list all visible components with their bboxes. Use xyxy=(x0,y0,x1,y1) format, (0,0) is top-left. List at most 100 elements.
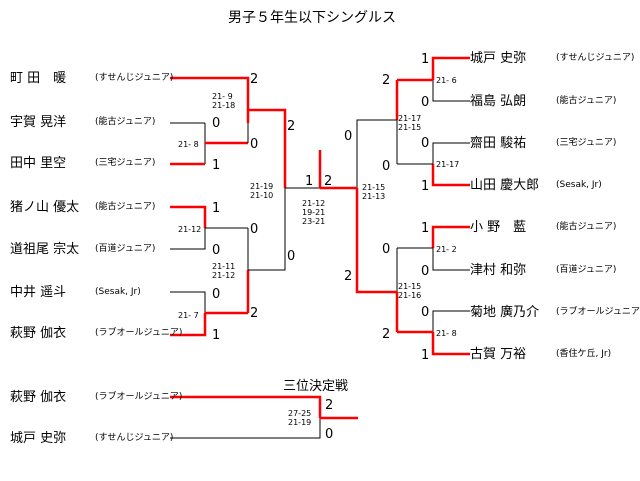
left-r1-m1-bottom-result: 1 xyxy=(212,158,221,173)
third-place-line-1 xyxy=(170,395,322,418)
right-player-4-name: 山田 慶大郎 xyxy=(470,178,540,193)
final-score: 21-12 19-21 23-21 xyxy=(302,199,326,226)
final-right-result: 2 xyxy=(324,174,333,189)
right-r2-m2-top-result: 0 xyxy=(382,242,391,257)
left-r1-m2-top-result: 1 xyxy=(212,201,221,216)
right-r1-m3-bottom-result: 0 xyxy=(421,264,430,279)
right-player-5-name: 小 野 藍 xyxy=(470,220,527,235)
page-title: 男子５年生以下シングルス xyxy=(228,10,396,26)
left-player-7-club: (ラブオールジュニア) xyxy=(95,328,183,338)
right-player-2-name: 福島 弘朗 xyxy=(470,94,527,109)
right-player-1-club: (すせんじジュニア) xyxy=(556,53,635,63)
left-r2-m1-score: 21- 9 21-18 xyxy=(212,92,236,110)
left-bracket-line-8 xyxy=(170,205,207,228)
left-r1-m2-score: 21-12 xyxy=(178,225,202,234)
third-place-player-2-club: (すせんじジュニア) xyxy=(95,433,174,443)
right-player-7-club: (ラブオールジュニア) xyxy=(556,307,640,317)
right-r1-m2-top-result: 0 xyxy=(421,136,430,151)
right-r2-m2-score: 21-15 21-16 xyxy=(398,282,422,300)
third-place-top-result: 2 xyxy=(325,398,334,413)
right-sf-bottom-result: 2 xyxy=(344,269,353,284)
left-player-2-club: (能古ジュニア) xyxy=(95,117,156,127)
right-r1-m4-score: 21- 8 xyxy=(436,329,457,338)
left-bracket-line-9 xyxy=(170,228,206,250)
right-r1-m2-score: 21-17 xyxy=(436,160,460,169)
left-player-7-name: 萩野 伽衣 xyxy=(10,326,67,341)
right-r1-m4-top-result: 0 xyxy=(421,305,430,320)
left-sf-top-result: 2 xyxy=(287,119,296,134)
right-bracket-line-5 xyxy=(431,164,470,187)
left-player-5-club: (百道ジュニア) xyxy=(95,244,156,254)
left-bracket-line-1 xyxy=(170,76,250,123)
right-r1-m3-top-result: 1 xyxy=(421,221,430,236)
left-r1-m3-score: 21- 7 xyxy=(178,311,199,320)
right-bracket-line-14 xyxy=(431,332,470,356)
left-r2-m2-bottom-result: 2 xyxy=(250,306,259,321)
left-r1-m2-bottom-result: 0 xyxy=(212,243,221,258)
right-r2-m1-top-result: 2 xyxy=(382,73,391,88)
left-player-5-name: 道祖尾 宗太 xyxy=(10,242,80,257)
third-place-player-2-name: 城戸 史弥 xyxy=(10,431,67,446)
right-player-4-club: (Sesak, Jr) xyxy=(556,180,602,190)
right-player-5-club: (能古ジュニア) xyxy=(556,222,617,232)
left-player-2-name: 宇賀 晃洋 xyxy=(10,115,67,130)
third-place-line-2 xyxy=(170,418,321,439)
left-r2-m2-score: 21-11 21-12 xyxy=(212,262,236,280)
right-r2-m2-bottom-result: 2 xyxy=(382,327,391,342)
right-bracket-line-18 xyxy=(355,188,397,294)
right-sf-score: 21-15 21-13 xyxy=(362,183,386,201)
third-place-player-1-club: (ラブオールジュニア) xyxy=(95,392,183,402)
left-r2-m1-bottom-result: 0 xyxy=(250,137,259,152)
right-bracket-line-9 xyxy=(356,119,397,188)
right-r1-m1-bottom-result: 0 xyxy=(421,95,430,110)
right-r2-m1-score: 21-17 21-15 xyxy=(398,114,422,132)
left-bracket-line-7 xyxy=(248,108,287,188)
left-player-6-name: 中井 遥斗 xyxy=(10,285,67,300)
left-player-4-name: 猪ノ山 優太 xyxy=(10,200,80,215)
right-player-6-name: 津村 和弥 xyxy=(470,263,527,278)
left-r1-m3-bottom-result: 1 xyxy=(212,328,221,343)
left-sf-bottom-result: 0 xyxy=(287,249,296,264)
right-r1-m1-top-result: 1 xyxy=(421,52,430,67)
third-place-title: 三位決定戦 xyxy=(283,379,349,394)
left-bracket-line-13 xyxy=(170,313,207,337)
right-r1-m4-bottom-result: 1 xyxy=(421,348,430,363)
right-player-8-club: (香住ケ丘, Jr) xyxy=(556,349,612,359)
left-player-4-club: (能古ジュニア) xyxy=(95,202,156,212)
left-player-6-club: (Sesak, Jr) xyxy=(95,287,141,297)
right-player-8-name: 古賀 万裕 xyxy=(470,347,527,362)
right-r1-m1-score: 21- 6 xyxy=(436,76,457,85)
right-player-3-name: 齋田 駿祐 xyxy=(470,136,527,151)
left-r1-m3-top-result: 0 xyxy=(212,287,221,302)
left-bracket-line-16 xyxy=(248,188,286,271)
left-r2-m1-top-result: 2 xyxy=(250,72,259,87)
left-player-1-name: 町 田 暖 xyxy=(10,71,67,86)
right-bracket-line-13 xyxy=(432,310,470,332)
right-bracket-line-11 xyxy=(432,248,470,271)
left-r1-m1-top-result: 0 xyxy=(212,116,221,131)
left-player-3-name: 田中 里空 xyxy=(10,156,67,171)
left-bracket-line-12 xyxy=(170,291,206,313)
final-left-result: 1 xyxy=(305,174,314,189)
right-bracket-line-4 xyxy=(432,142,470,164)
left-player-3-club: (三宅ジュニア) xyxy=(95,158,156,168)
right-player-2-club: (能古ジュニア) xyxy=(556,96,617,106)
right-bracket-line-10 xyxy=(431,225,470,248)
right-bracket-line-1 xyxy=(431,56,470,80)
right-player-3-club: (三宅ジュニア) xyxy=(556,138,617,148)
third-place-bottom-result: 0 xyxy=(325,427,334,442)
left-player-1-club: (すせんじジュニア) xyxy=(95,73,174,83)
right-r2-m1-bottom-result: 0 xyxy=(382,159,391,174)
right-sf-top-result: 0 xyxy=(344,129,353,144)
left-r1-m1-score: 21- 8 xyxy=(178,140,199,149)
right-player-6-club: (百道ジュニア) xyxy=(556,265,617,275)
right-player-7-name: 菊地 廣乃介 xyxy=(470,305,540,320)
left-r2-m2-top-result: 0 xyxy=(250,222,259,237)
right-bracket-line-2 xyxy=(432,80,470,102)
right-r1-m2-bottom-result: 1 xyxy=(421,179,430,194)
third-place-player-1-name: 萩野 伽衣 xyxy=(10,390,67,405)
third-place-score: 27-25 21-19 xyxy=(288,409,312,427)
right-r1-m3-score: 21- 2 xyxy=(436,245,457,254)
